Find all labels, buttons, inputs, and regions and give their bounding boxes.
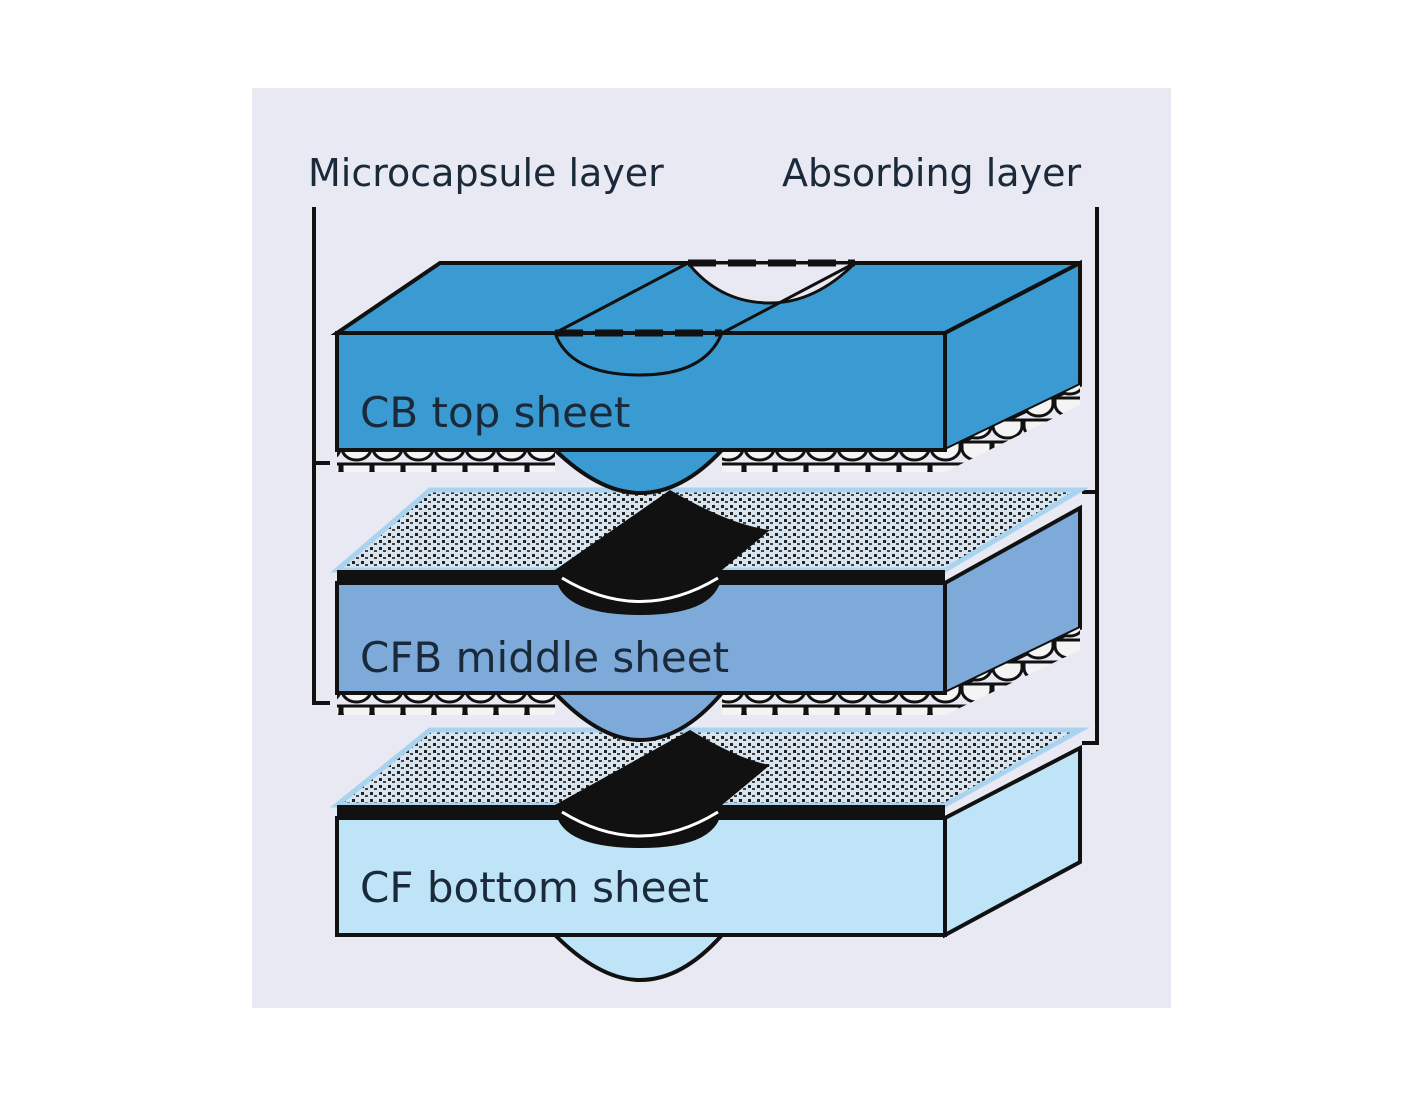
cf-bottom-sheet: CF bottom sheet <box>329 727 1090 983</box>
absorbing-layer-label: Absorbing layer <box>782 151 1081 195</box>
microcapsules-right <box>722 450 945 472</box>
microcapsule-bracket <box>312 207 330 705</box>
cb-top-sheet-label: CB top sheet <box>360 388 630 437</box>
cf-bottom-sheet-label: CF bottom sheet <box>360 863 709 912</box>
microcapsules-right <box>722 693 945 715</box>
cfb-middle-sheet: CFB middle sheet <box>330 487 1090 743</box>
microcapsule-layer-label: Microcapsule layer <box>308 151 664 195</box>
microcapsules-left <box>337 693 555 715</box>
cb-top-sheet: CB top sheet <box>330 259 1082 496</box>
absorbing-bracket <box>1082 207 1099 745</box>
microcapsules-left <box>337 450 555 472</box>
cfb-middle-sheet-label: CFB middle sheet <box>360 633 729 682</box>
